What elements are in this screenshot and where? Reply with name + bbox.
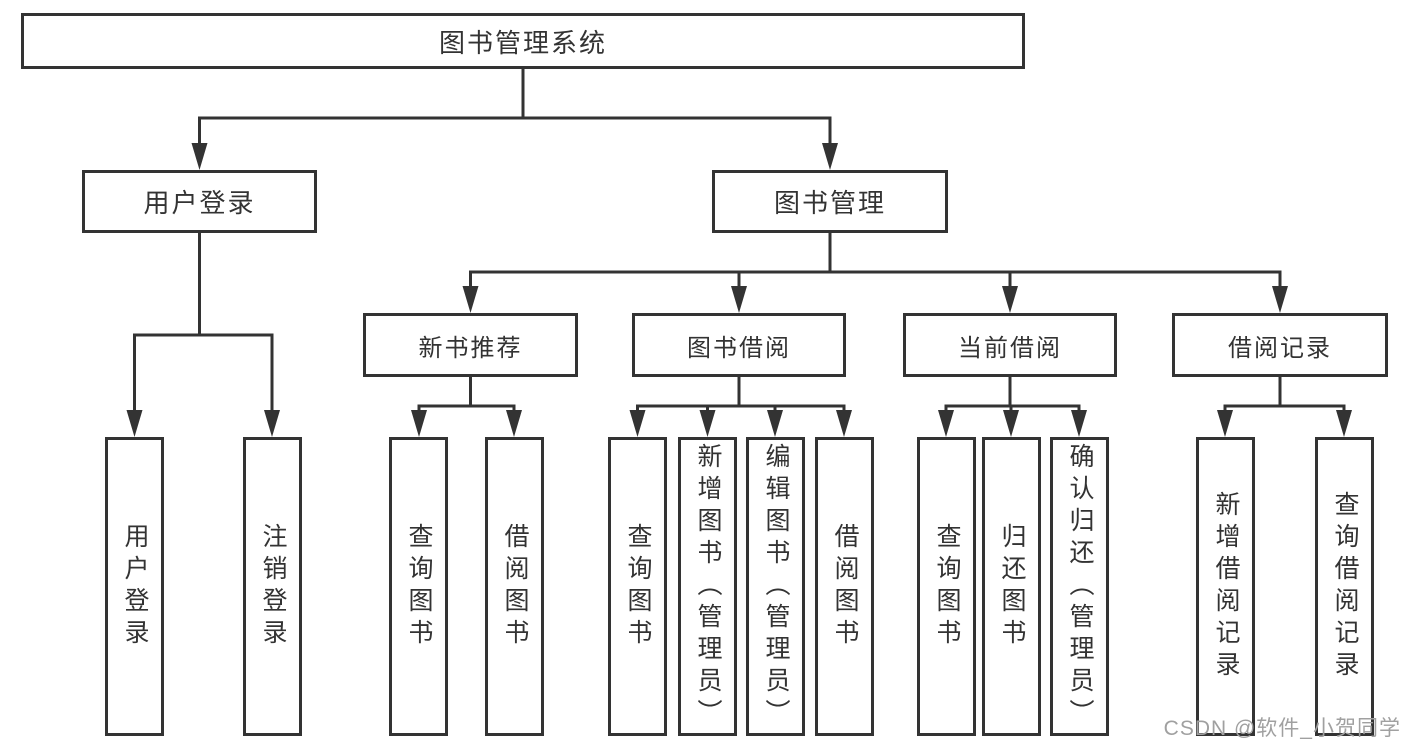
- leaf-current-query-books-label: 查询图书: [933, 522, 961, 651]
- node-user-login-label: 用户登录: [143, 188, 256, 218]
- leaf-user-login: 用户登录: [105, 437, 164, 736]
- node-current-borrowing-label: 当前借阅: [958, 334, 1062, 362]
- leaf-recommend-query-books-label: 查询图书: [405, 522, 433, 651]
- leaf-current-confirm-return: 确认归还（管理员）: [1050, 437, 1109, 736]
- leaf-borrowing-query-books: 查询图书: [608, 437, 667, 736]
- leaf-current-return-books: 归还图书: [982, 437, 1041, 736]
- leaf-recommend-borrow-books-label: 借阅图书: [501, 522, 529, 651]
- leaf-records-add-record-label: 新增借阅记录: [1212, 490, 1240, 683]
- leaf-records-query-record: 查询借阅记录: [1315, 437, 1374, 736]
- node-new-book-recommend-label: 新书推荐: [418, 334, 523, 362]
- node-book-management: 图书管理: [712, 170, 948, 233]
- node-new-book-recommend: 新书推荐: [363, 313, 578, 377]
- leaf-recommend-query-books: 查询图书: [389, 437, 448, 736]
- watermark: CSDN @软件_小贺同学: [1163, 717, 1401, 740]
- node-borrowing-records-label: 借阅记录: [1228, 334, 1332, 362]
- leaf-current-confirm-return-label: 确认归还（管理员）: [1066, 442, 1094, 731]
- leaf-borrowing-add-books-label: 新增图书（管理员）: [694, 442, 722, 731]
- leaf-borrowing-query-books-label: 查询图书: [624, 522, 652, 651]
- leaf-borrowing-edit-books: 编辑图书（管理员）: [746, 437, 805, 736]
- node-user-login: 用户登录: [82, 170, 317, 233]
- node-book-borrowing: 图书借阅: [632, 313, 846, 377]
- node-root-label: 图书管理系统: [438, 27, 607, 58]
- leaf-borrowing-add-books: 新增图书（管理员）: [678, 437, 737, 736]
- arrowhead-icons: [126, 143, 1352, 437]
- leaf-borrowing-borrow-books: 借阅图书: [815, 437, 874, 736]
- leaf-user-login-label: 用户登录: [121, 522, 149, 651]
- leaf-records-query-record-label: 查询借阅记录: [1331, 490, 1359, 683]
- leaf-current-return-books-label: 归还图书: [998, 522, 1026, 651]
- node-borrowing-records: 借阅记录: [1172, 313, 1388, 377]
- leaf-logout-label: 注销登录: [259, 522, 287, 651]
- leaf-borrowing-edit-books-label: 编辑图书（管理员）: [762, 442, 790, 731]
- connector-lines: [133, 66, 1346, 414]
- node-book-borrowing-label: 图书借阅: [687, 334, 791, 362]
- leaf-logout: 注销登录: [243, 437, 302, 736]
- node-current-borrowing: 当前借阅: [903, 313, 1117, 377]
- leaf-recommend-borrow-books: 借阅图书: [485, 437, 544, 736]
- leaf-records-add-record: 新增借阅记录: [1196, 437, 1255, 736]
- leaf-current-query-books: 查询图书: [917, 437, 976, 736]
- leaf-borrowing-borrow-books-label: 借阅图书: [831, 522, 859, 651]
- node-book-management-label: 图书管理: [773, 188, 886, 218]
- node-root: 图书管理系统: [21, 13, 1025, 69]
